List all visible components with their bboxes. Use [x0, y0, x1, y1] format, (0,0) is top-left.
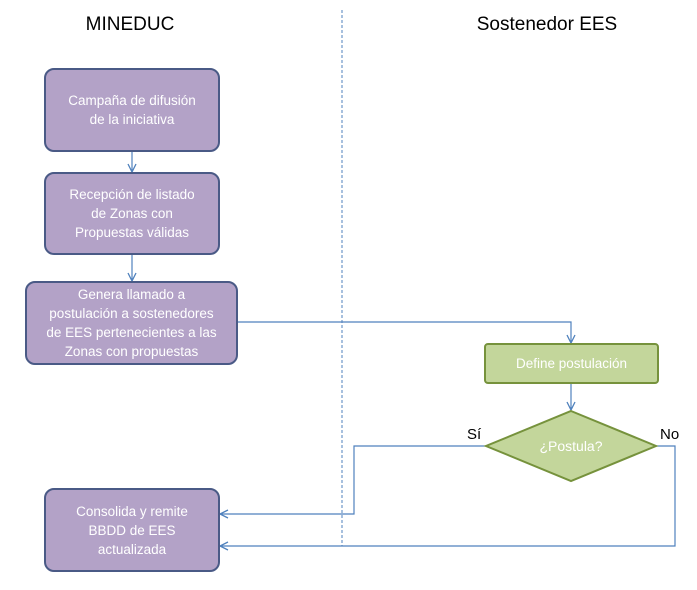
process-text-line: BBDD de EES [88, 522, 176, 538]
process-text-line: de la iniciativa [89, 112, 175, 127]
branch-label-no: No [660, 426, 680, 443]
process-text-line: actualizada [97, 541, 167, 557]
process-define-postulacion: Define postulación [484, 343, 659, 384]
branch-label-si: Sí [467, 426, 482, 443]
process-text-line: Genera llamado a [77, 287, 186, 302]
process-text-line: Propuestas válidas [74, 225, 190, 240]
process-text-line: Consolida y remite [76, 503, 188, 519]
connector-no-consolida [220, 445, 676, 546]
decision-postula-label: ¿Postula? [539, 438, 603, 454]
process-text-line: postulación a sostenedores [49, 306, 214, 321]
connector-llamado-define [238, 321, 571, 343]
lane-title-mineduc: MINEDUC [85, 14, 175, 35]
process-genera-llamado: Genera llamado a postulación a sostenedo… [25, 281, 238, 365]
decision-postula-shape [483, 409, 659, 483]
process-text-line: Zonas con propuestas [64, 344, 199, 359]
process-text-line: de Zonas con [91, 206, 173, 221]
process-text-line: Define postulación [515, 356, 628, 371]
process-text-line: Recepción de listado [69, 187, 195, 202]
process-text-line: Campaña de difusión [68, 93, 196, 108]
process-text-line: de EES pertenecientes a las [46, 325, 217, 340]
process-recepcion-listado: Recepción de listado de Zonas con Propue… [44, 172, 220, 255]
process-consolida-remite: Consolida y remite BBDD de EES actualiza… [44, 488, 220, 572]
process-campana-difusion: Campaña de difusión de la iniciativa [44, 68, 220, 152]
lane-title-sostenedor: Sostenedor EES [476, 14, 618, 35]
connector-si-consolida [220, 445, 486, 514]
